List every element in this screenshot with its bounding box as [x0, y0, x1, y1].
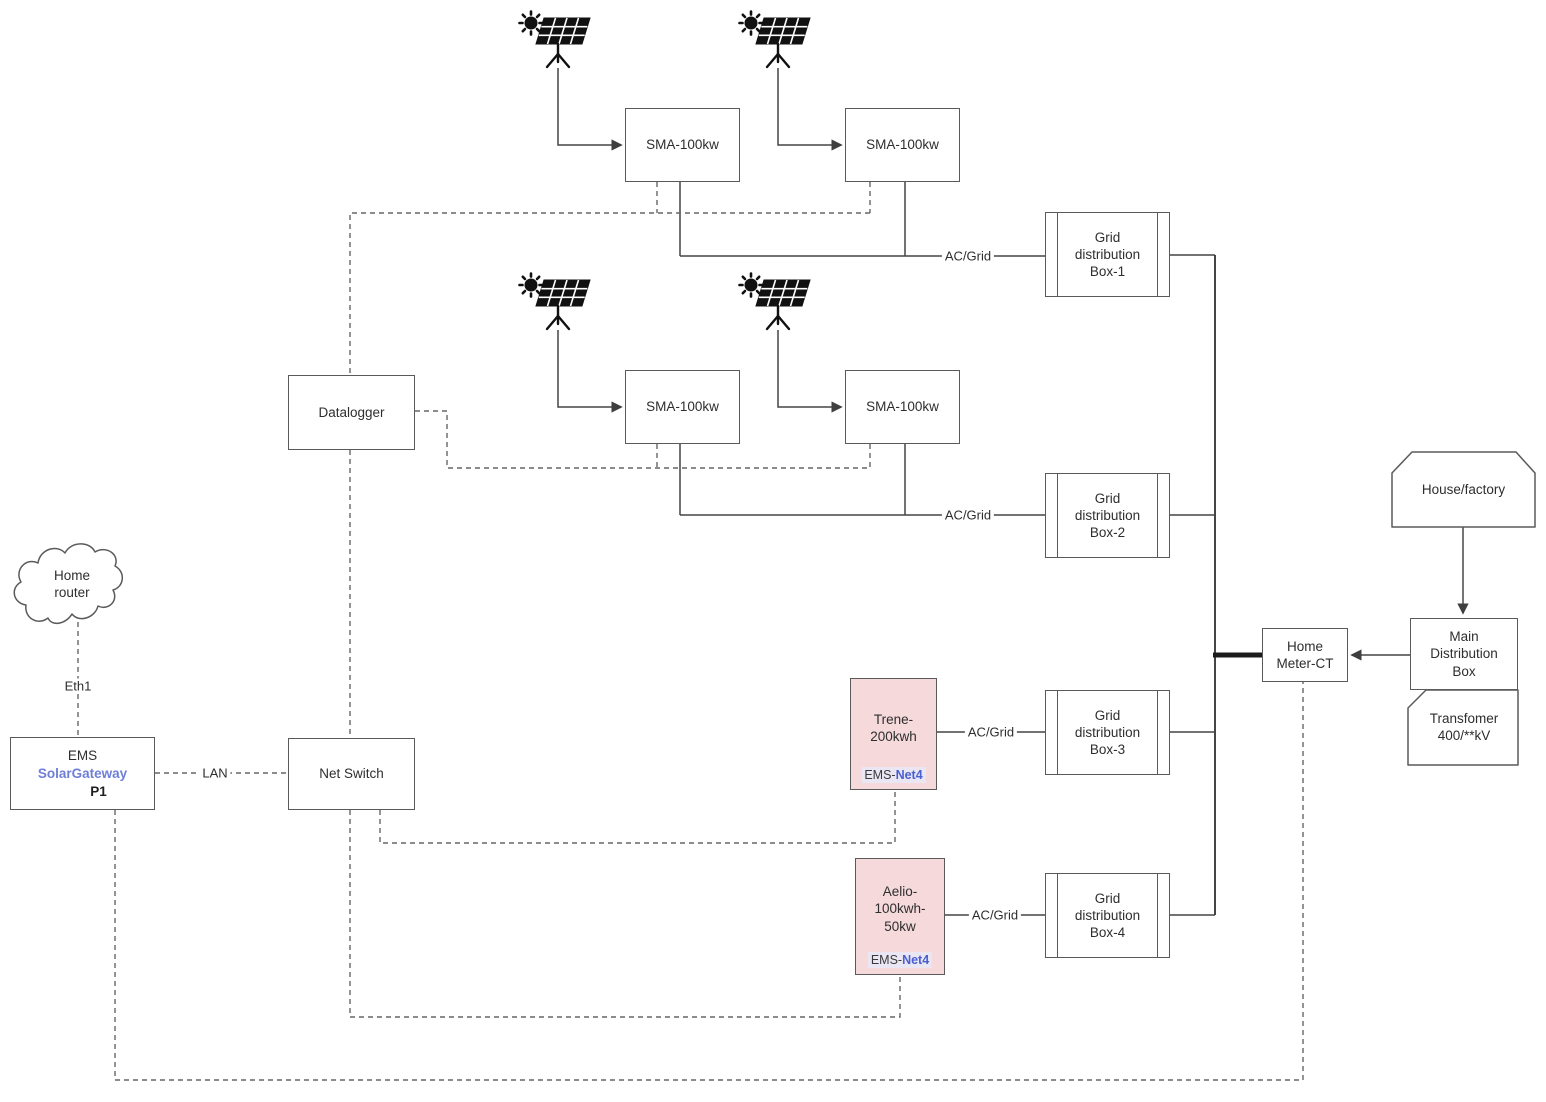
- main-distribution-label: Main Distribution Box: [1430, 629, 1498, 679]
- wire-pv2-to-sma2: [777, 68, 843, 151]
- wire-gridboxes-to-bus: [1170, 254, 1215, 916]
- ac-grid-label-2: AC/Grid: [941, 507, 995, 523]
- battery-label: Aelio-100kwh-50kw: [874, 884, 926, 934]
- grid-distribution-box-4: Grid distribution Box-4: [1045, 873, 1170, 958]
- wire-sma-pair1-to-gridbox1: [679, 182, 1045, 257]
- wire-pv3-to-sma3: [557, 330, 623, 413]
- transformer-shape: [1407, 689, 1519, 766]
- house-factory-label: House/factory: [1421, 482, 1506, 497]
- grid-box-label: Grid distribution Box-2: [1074, 490, 1141, 541]
- power-wires: [557, 68, 1469, 916]
- wire-pv1-to-sma1: [557, 68, 623, 151]
- ac-grid-label-3: AC/Grid: [964, 724, 1018, 740]
- wire-pv4-to-sma4: [777, 330, 843, 413]
- battery-aelio: Aelio-100kwh-50kw EMS-Net4: [855, 858, 945, 975]
- main-distribution-box: Main Distribution Box: [1410, 618, 1518, 690]
- ac-grid-label-4: AC/Grid: [968, 907, 1022, 923]
- inverter-label: SMA-100kw: [866, 399, 939, 415]
- transformer-label: Transfomer 400/**kV: [1429, 711, 1499, 744]
- ems-gateway-box: EMS SolarGateway P1: [10, 737, 155, 810]
- home-router-label: Home router: [53, 568, 90, 601]
- inverter-label: SMA-100kw: [866, 137, 939, 153]
- battery-label: Trene-200kwh: [870, 712, 917, 745]
- inverter-sma-4: SMA-100kw: [845, 370, 960, 444]
- battery-trene: Trene-200kwh EMS-Net4: [850, 678, 937, 790]
- datalogger-box: Datalogger: [288, 375, 415, 450]
- solar-panel-icon: [518, 10, 592, 69]
- grid-box-label: Grid distribution Box-1: [1074, 229, 1141, 280]
- house-factory-shape: [1391, 451, 1536, 528]
- home-router-cloud-shape: [13, 543, 123, 625]
- net4-text: Net4: [902, 953, 930, 967]
- comm-wires: [77, 182, 1304, 1081]
- datalogger-label: Datalogger: [318, 404, 385, 420]
- grid-distribution-box-3: Grid distribution Box-3: [1045, 690, 1170, 775]
- net4-text: Net4: [895, 768, 923, 782]
- net-switch-box: Net Switch: [288, 738, 415, 810]
- grid-box-label: Grid distribution Box-3: [1074, 707, 1141, 758]
- comm-sma-pair1-to-datalogger: [349, 182, 871, 375]
- ac-grid-label-1: AC/Grid: [941, 248, 995, 264]
- ems-port: P1: [90, 784, 107, 800]
- inverter-sma-1: SMA-100kw: [625, 108, 740, 182]
- home-meter-ct-box: Home Meter-CT: [1262, 628, 1348, 682]
- comm-datalogger-to-sma-pair2: [415, 410, 871, 469]
- comm-netswitch-to-trene: [379, 790, 896, 844]
- ems-prefix: EMS-: [864, 768, 896, 782]
- ems-gateway-name: SolarGateway: [37, 765, 128, 781]
- ems-net4-tag: EMS-Net4: [867, 952, 933, 968]
- ems-net4-tag: EMS-Net4: [861, 767, 926, 783]
- comm-ems-to-homemeter: [114, 682, 1304, 1081]
- grid-distribution-box-1: Grid distribution Box-1: [1045, 212, 1170, 297]
- grid-distribution-box-2: Grid distribution Box-2: [1045, 473, 1170, 558]
- lan-label: LAN: [199, 765, 231, 781]
- grid-box-label: Grid distribution Box-4: [1074, 890, 1141, 941]
- ems-title: EMS: [67, 747, 98, 763]
- home-meter-label: Home Meter-CT: [1276, 638, 1334, 671]
- ems-prefix: EMS-: [870, 953, 903, 967]
- inverter-sma-3: SMA-100kw: [625, 370, 740, 444]
- inverter-label: SMA-100kw: [646, 137, 719, 153]
- special-shapes: [13, 451, 1536, 766]
- inverter-label: SMA-100kw: [646, 399, 719, 415]
- eth1-label: Eth1: [61, 678, 95, 694]
- solar-panel-icon: [738, 10, 812, 69]
- comm-netswitch-to-aelio: [349, 810, 901, 1018]
- inverter-sma-2: SMA-100kw: [845, 108, 960, 182]
- wire-sma-pair2-to-gridbox2: [679, 444, 1045, 516]
- solar-panel-icon: [518, 272, 592, 331]
- solar-panel-icon: [738, 272, 812, 331]
- net-switch-label: Net Switch: [319, 766, 384, 782]
